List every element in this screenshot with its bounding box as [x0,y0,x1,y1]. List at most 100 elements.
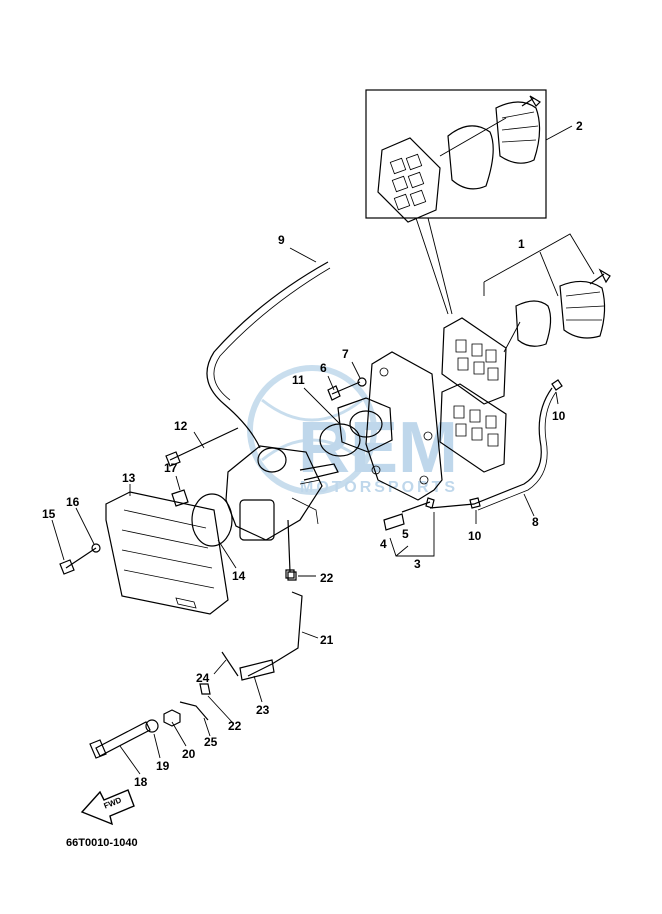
inset-stopper-lines [501,111,539,143]
inset-reed-slot [409,189,427,207]
watermark-globe [247,365,377,495]
callout-14-leader [217,539,237,569]
carb-inlet [299,463,339,481]
silencer-tab [175,597,197,609]
gasket-14 [191,493,233,547]
spring-25 [179,701,209,721]
callout-7-leader [351,361,361,379]
washer-16 [91,543,101,553]
inset-frame [365,89,547,219]
callout-4: 4 [380,537,387,551]
callout-20-leader [171,721,187,747]
reed-valve-lower [439,383,507,473]
carb-bowl [239,499,275,541]
fwd-label: FWD [103,795,123,810]
carburetor [225,445,339,579]
callout-25-leader [203,717,211,737]
hose-8 [429,387,553,509]
callout-19: 19 [156,759,170,773]
lever-23 [239,659,275,681]
callout-17: 17 [164,461,178,475]
inset-reed-petal [447,125,494,190]
reed-valve-assembly [439,268,611,473]
callout-7: 7 [342,347,349,361]
callout-16-leader [75,507,95,545]
fitting-4 [383,513,405,531]
callout-6-leader [327,375,335,391]
inset-reed-slot [389,157,407,175]
callout-12-leader [193,431,205,449]
reed-valve-lower-ports [453,405,499,447]
manifold-bore [349,410,383,438]
washer-7 [357,377,367,387]
fitting-5 [401,497,435,513]
diagram-code: 66T0010-1040 [66,837,138,849]
manifold-bolt-hole [371,465,381,475]
callout-19-leader [153,733,161,759]
callout-9-leader [289,247,317,263]
callout-14: 14 [232,569,246,583]
choke-knob-18 [89,721,151,759]
callout-15: 15 [42,507,56,521]
callout-3-bracket [389,512,435,557]
inset-reed-plate [377,137,441,223]
callout-2-leader [545,125,573,141]
pin-24 [221,651,239,677]
fwd-arrow-shape [80,789,135,826]
callout-5: 5 [402,527,409,541]
callout-21-leader [301,631,319,639]
callout-13: 13 [122,471,136,485]
callout-2: 2 [576,119,583,133]
callout-24: 24 [196,671,210,685]
carb-drain [285,519,295,579]
callout-10-upper: 10 [552,409,566,423]
carb-linkage [291,479,321,525]
callout-17-leader [175,475,181,491]
callout-12: 12 [174,419,188,433]
bolt-15 [59,547,97,575]
reed-screw [589,268,611,285]
reed-stopper [559,280,606,339]
manifold-body [365,351,443,501]
callout-6: 6 [320,361,327,375]
reed-leader [503,321,521,353]
watermark-sub: MOTORSPORTS [300,479,458,496]
inset-box [365,89,547,223]
washer-19 [145,719,159,733]
intake-manifold [337,351,443,501]
callout-25: 25 [204,735,218,749]
inset-pointer-right [427,217,453,315]
callout-22-upper: 22 [320,571,334,585]
silencer-body [105,491,229,615]
link-rod-21 [247,591,303,677]
callout-24-leader [213,659,227,675]
silencer [105,491,229,615]
callout-10-upper-leader [555,391,559,405]
inset-leader [439,117,507,157]
reed-stopper-lines [565,291,605,321]
inset-reed-stopper [495,101,541,164]
hose-9 [206,261,329,449]
manifold-flange [337,397,393,453]
callout-8-leader [523,493,535,517]
callout-23: 23 [256,703,270,717]
callout-21: 21 [320,633,334,647]
callout-11-leader [303,387,341,425]
hose-9-outer [213,267,331,401]
callout-22-lower: 22 [228,719,242,733]
bolt-6 [327,381,361,401]
callout-22-lower-leader [207,695,233,723]
inset-reed-slot [393,193,411,211]
manifold-bolt-hole [423,431,433,441]
manifold-bolt-hole [379,367,389,377]
manifold-bolt-hole [419,475,429,485]
callout-18-leader [119,745,141,775]
clip-10-upper [551,379,563,391]
inset-pointer-left [415,217,449,315]
fwd-arrow: FWD [80,789,135,826]
callout-3: 3 [414,557,421,571]
bolt-12 [165,427,239,467]
clip-22-lower [199,683,211,695]
reed-valve-upper [441,317,507,405]
